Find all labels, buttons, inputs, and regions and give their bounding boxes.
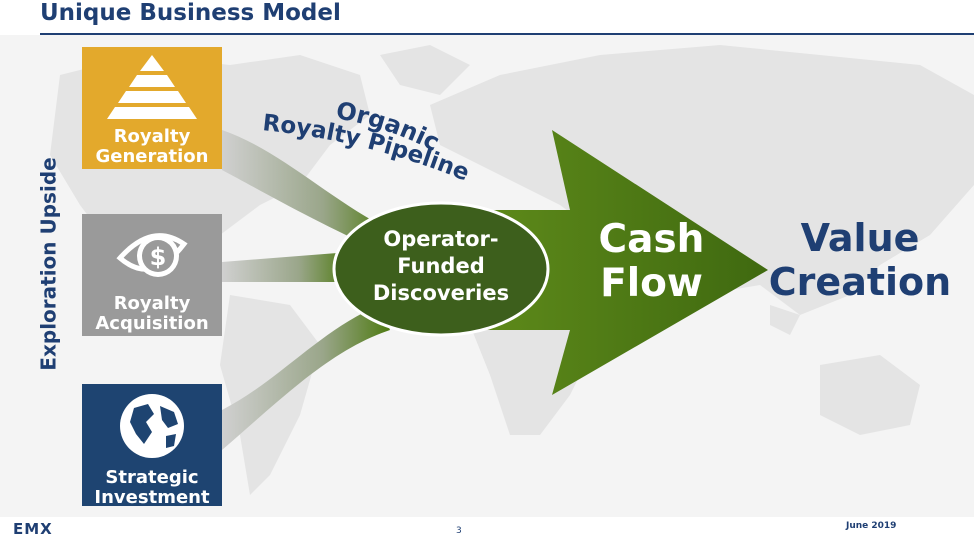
globe-icon bbox=[120, 394, 184, 458]
center-line2: Funded bbox=[397, 254, 485, 278]
flow-from-acquisition bbox=[222, 252, 350, 282]
strategic-investment-box: Strategic Investment bbox=[82, 384, 222, 508]
svg-text:Exploration Upside: Exploration Upside bbox=[37, 157, 61, 370]
dollar-eye-icon: $ bbox=[116, 233, 188, 277]
royalty-acquisition-box: $ Royalty Acquisition bbox=[82, 214, 222, 336]
box-label-line2: Generation bbox=[95, 146, 209, 167]
value-line1: Value bbox=[800, 216, 920, 260]
page-number: 3 bbox=[456, 526, 462, 536]
center-line3: Discoveries bbox=[372, 281, 510, 305]
footer-date: June 2019 bbox=[846, 521, 897, 531]
value-line2: Creation bbox=[768, 260, 952, 304]
cash-line2: Flow bbox=[600, 261, 703, 306]
title-rule bbox=[40, 33, 974, 35]
value-creation-label: Value Creation bbox=[760, 216, 960, 304]
emx-logo: EMX bbox=[13, 520, 53, 538]
pyramid-icon bbox=[107, 55, 197, 119]
box-label-line1: Royalty bbox=[113, 293, 191, 314]
exploration-upside-label: Exploration Upside bbox=[37, 157, 61, 370]
flow-from-investment bbox=[222, 305, 390, 450]
operator-funded-discoveries-label: Operator- Funded Discoveries bbox=[336, 226, 546, 307]
cash-flow-arrow bbox=[480, 130, 768, 395]
box-label-line2: Acquisition bbox=[95, 313, 209, 334]
svg-text:$: $ bbox=[150, 243, 167, 271]
cash-line1: Cash bbox=[598, 217, 705, 262]
center-line1: Operator- bbox=[383, 227, 499, 251]
discoveries-ellipse bbox=[332, 201, 550, 337]
box-label-line2: Investment bbox=[94, 487, 210, 508]
box-label-line1: Strategic bbox=[105, 467, 199, 488]
slide-title: Unique Business Model bbox=[40, 0, 341, 26]
box-label-line1: Royalty bbox=[113, 126, 191, 147]
cash-flow-label: Cash Flow bbox=[574, 218, 729, 306]
flow-from-generation bbox=[222, 130, 390, 255]
royalty-generation-box: Royalty Generation bbox=[82, 47, 222, 169]
